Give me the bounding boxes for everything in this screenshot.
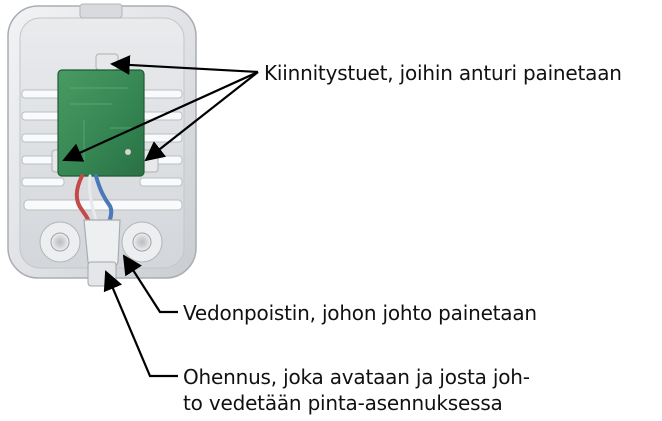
callout-knockout: Ohennus, joka avataan ja josta joh- to v…	[183, 364, 530, 416]
sensor-pcb	[58, 70, 144, 176]
callout-knockout-line-2: to vedetään pinta-asennuksessa	[183, 390, 530, 416]
callout-strain-text: Vedonpoistin, johon johto painetaan	[183, 300, 537, 326]
leader-knockout	[106, 272, 178, 376]
cable-knockout	[88, 262, 116, 286]
callout-mounting-text: Kiinnitystuet, joihin anturi painetaan	[264, 60, 622, 86]
callout-strain-relief: Vedonpoistin, johon johto painetaan	[183, 300, 537, 326]
callout-mounting-supports: Kiinnitystuet, joihin anturi painetaan	[264, 60, 622, 86]
callout-knockout-line-1: Ohennus, joka avataan ja josta joh-	[183, 364, 530, 390]
